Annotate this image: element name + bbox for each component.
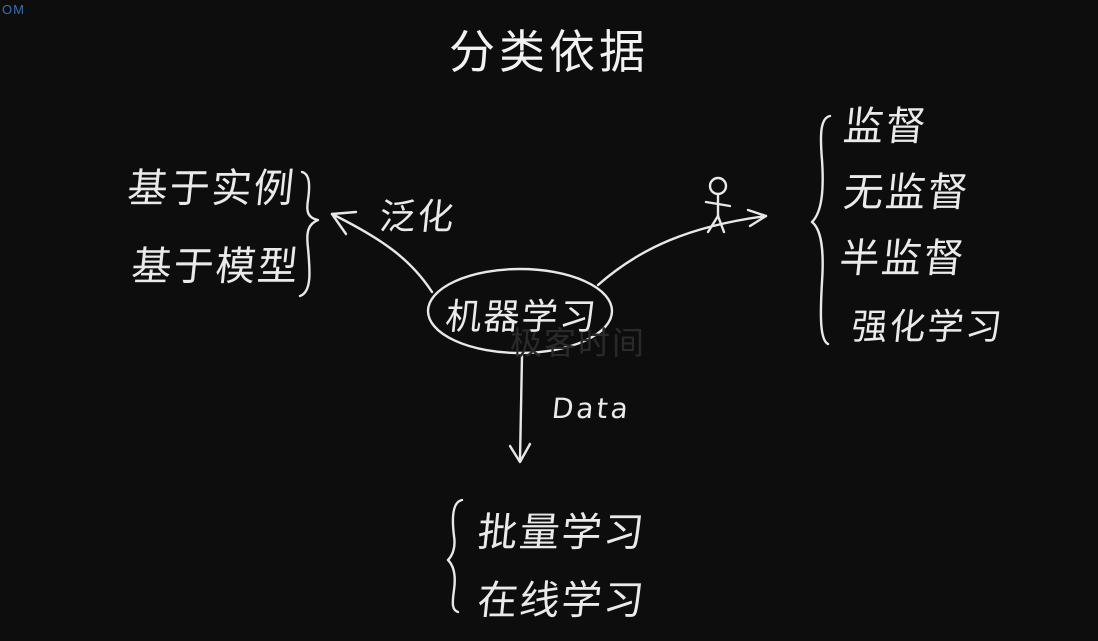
- right-item-semi-supervised: 半监督: [837, 236, 968, 282]
- left-arrow-head: [330, 210, 358, 236]
- right-item-supervised: 监督: [841, 104, 930, 150]
- center-node-ellipse: [426, 267, 614, 355]
- bottom-arrow-head: [508, 442, 532, 464]
- right-arrow: [596, 214, 768, 287]
- page-title: 分类依据: [449, 25, 649, 79]
- person-icon: [704, 176, 732, 234]
- left-item-instance: 基于实例: [125, 166, 298, 212]
- left-item-model: 基于模型: [129, 244, 302, 290]
- right-arrow-head: [746, 208, 768, 228]
- watermark-text: 极客时间: [510, 324, 647, 362]
- right-brace: [810, 114, 832, 346]
- bottom-item-batch: 批量学习: [475, 510, 648, 556]
- bottom-brace: [446, 498, 464, 614]
- right-item-unsupervised: 无监督: [841, 170, 972, 216]
- left-arrow-label: 泛化: [377, 197, 458, 238]
- corner-label: OM: [2, 2, 25, 17]
- bottom-item-online: 在线学习: [475, 578, 648, 624]
- left-brace: [298, 170, 320, 298]
- bottom-arrow: [518, 354, 524, 462]
- bottom-arrow-label: Data: [550, 392, 633, 425]
- right-item-reinforcement: 强化学习: [849, 307, 1006, 348]
- left-arrow: [330, 212, 434, 294]
- center-node-label: 机器学习: [443, 297, 600, 338]
